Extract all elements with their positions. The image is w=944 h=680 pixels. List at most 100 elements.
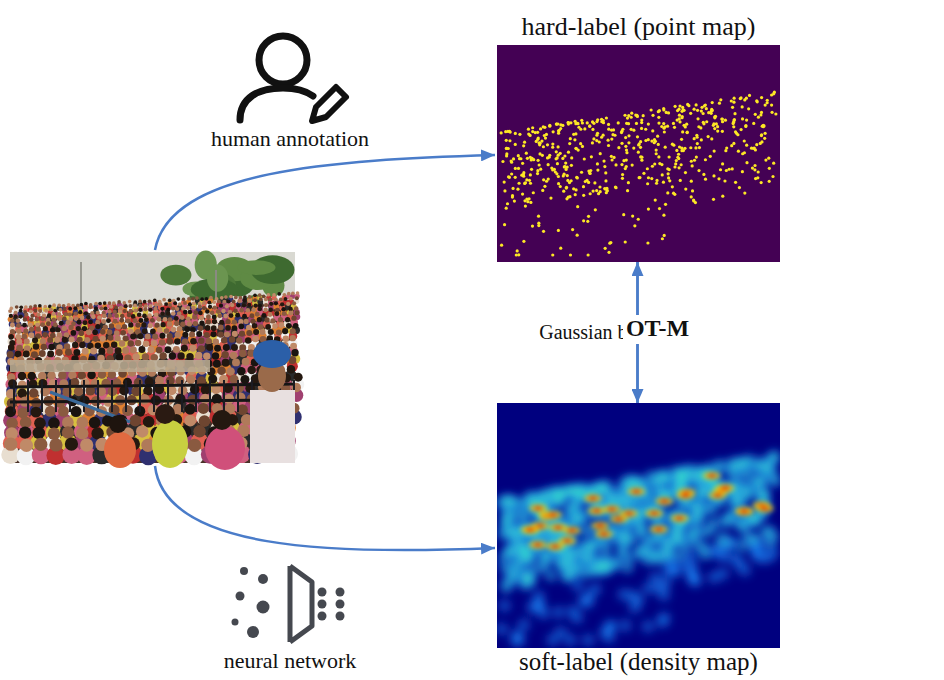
annotation-point xyxy=(550,167,553,170)
photo-person xyxy=(29,388,39,398)
annotation-point xyxy=(739,96,742,99)
network-dot xyxy=(232,619,239,626)
photo-person xyxy=(236,303,240,307)
photo-person xyxy=(135,322,140,327)
photo-person xyxy=(255,312,260,317)
photo-person xyxy=(182,338,188,344)
annotation-point xyxy=(711,101,714,104)
annotation-point xyxy=(620,130,623,133)
photo-person xyxy=(238,319,243,324)
annotation-point xyxy=(513,199,516,202)
photo-person xyxy=(148,346,155,353)
photo-person xyxy=(128,304,132,308)
photo-person xyxy=(279,297,283,301)
annotation-point xyxy=(573,138,576,141)
annotation-point xyxy=(552,130,555,133)
photo-person xyxy=(248,295,252,299)
annotation-point xyxy=(639,146,642,149)
photo-person xyxy=(84,306,88,310)
photo-person xyxy=(10,318,15,323)
annotation-point xyxy=(678,117,681,120)
photo-person xyxy=(80,438,93,451)
photo-person xyxy=(202,306,206,310)
annotation-point xyxy=(757,170,760,173)
photo-person xyxy=(188,302,192,306)
photo-person xyxy=(220,296,224,300)
annotation-point xyxy=(716,129,719,132)
photo-person xyxy=(156,317,161,322)
annotation-point xyxy=(566,179,569,182)
photo-person xyxy=(264,297,268,301)
annotation-point xyxy=(570,156,573,159)
photo-person xyxy=(189,345,196,352)
photo-person xyxy=(230,303,234,307)
photo-person xyxy=(211,331,217,337)
annotation-point xyxy=(524,204,527,207)
photo-person xyxy=(58,406,69,417)
photo-person xyxy=(174,316,179,321)
annotation-point xyxy=(599,190,602,193)
photo-person xyxy=(29,317,34,322)
photo-person xyxy=(168,303,172,307)
photo-person xyxy=(36,327,41,332)
photo-tree xyxy=(237,260,275,275)
person-head xyxy=(259,36,307,84)
annotation-point xyxy=(650,108,653,111)
annotation-point xyxy=(548,124,551,127)
photo-person xyxy=(259,297,263,301)
annotation-point xyxy=(595,139,598,142)
photo-person xyxy=(114,313,119,318)
photo-turban xyxy=(253,340,291,368)
photo-person xyxy=(29,309,33,313)
photo-person xyxy=(111,342,117,348)
photo-person xyxy=(218,332,224,338)
photo-person xyxy=(138,300,142,304)
annotation-point xyxy=(744,125,747,128)
annotation-point xyxy=(691,164,694,167)
annotation-point xyxy=(678,104,681,107)
photo-person xyxy=(169,352,176,359)
annotation-point xyxy=(733,112,736,115)
network-dot xyxy=(318,612,327,621)
photo-person xyxy=(157,327,163,333)
annotation-point xyxy=(538,143,541,146)
photo-person xyxy=(239,296,243,300)
annotation-point xyxy=(624,136,627,139)
photo-person xyxy=(106,318,111,323)
annotation-point xyxy=(684,125,687,128)
annotation-point xyxy=(661,173,664,176)
annotation-point xyxy=(620,142,623,145)
photo-person xyxy=(244,319,249,324)
photo-person xyxy=(103,301,107,305)
photo-person xyxy=(72,342,78,348)
photo-person xyxy=(29,332,35,338)
annotation-point xyxy=(673,165,676,168)
photo-person xyxy=(247,366,255,374)
photo-person xyxy=(62,426,74,438)
annotation-point xyxy=(661,237,664,240)
annotation-point xyxy=(514,132,517,135)
annotation-point xyxy=(709,155,712,158)
network-dot xyxy=(236,592,245,601)
photo-person xyxy=(184,415,196,427)
photo-person xyxy=(122,301,126,305)
photo-person xyxy=(191,297,195,301)
photo-person xyxy=(188,310,193,315)
photo-person xyxy=(225,325,231,331)
photo-tree xyxy=(207,265,228,292)
photo-person xyxy=(148,323,153,328)
annotation-point xyxy=(725,169,728,172)
annotation-point xyxy=(689,146,692,149)
annotation-point xyxy=(719,98,722,101)
annotation-point xyxy=(630,112,633,115)
photo-person xyxy=(144,317,149,322)
prediction-arrow xyxy=(155,466,495,550)
annotation-point xyxy=(508,139,511,142)
photo-person xyxy=(288,310,293,315)
photo-person xyxy=(162,298,166,302)
annotation-point xyxy=(511,187,514,190)
annotation-point xyxy=(646,182,649,185)
photo-person xyxy=(68,325,73,330)
annotation-point xyxy=(545,180,548,183)
